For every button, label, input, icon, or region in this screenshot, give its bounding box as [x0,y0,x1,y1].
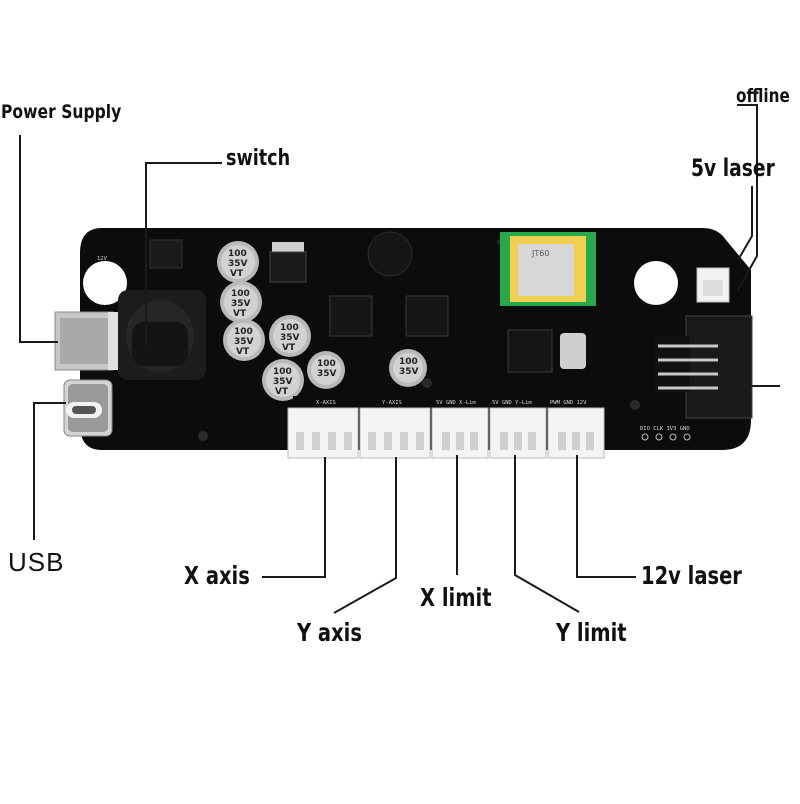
x-axis-label: X axis [184,561,250,590]
y-axis-connector [359,407,431,459]
svg-text:VT: VT [233,309,247,319]
y-axis-label: Y axis [297,618,362,647]
stepper-driver-chips [329,295,449,337]
svg-text:DIO CLK 3V3 GND: DIO CLK 3V3 GND [640,426,690,432]
svg-text:5V GND Y-Lim: 5V GND Y-Lim [492,400,532,406]
bottom-connectors: X-AXIS Y-AXIS 5V GND X-Lim 5V GND Y-Lim … [287,396,605,459]
laser-12v-connector [547,407,605,459]
svg-text:VT: VT [236,347,250,357]
svg-text:100: 100 [234,327,253,337]
usb-c-port [63,379,113,437]
right-pin-header [654,315,753,419]
svg-text:X-AXIS: X-AXIS [316,400,336,406]
svg-text:100: 100 [231,289,250,299]
mounting-hole-left [83,261,127,305]
mounting-hole-right [634,261,678,305]
svg-text:35V: 35V [273,377,293,387]
laser-5v-label: 5v laser [691,154,775,182]
svg-text:35V: 35V [231,299,251,309]
y-limit-connector [489,407,547,459]
crystal [560,333,586,369]
leader-usb [33,402,66,540]
svg-text:VT: VT [282,343,296,353]
mcu-chip [507,329,553,373]
bottom-header-pads [641,433,691,441]
power-supply-label: Power Supply [1,101,122,123]
svg-text:12V: 12V [97,256,108,262]
leader-5v [737,186,753,261]
buzzer [367,231,413,277]
svg-text:100: 100 [317,359,336,369]
svg-text:100: 100 [280,323,299,333]
svg-text:5V GND X-Lim: 5V GND X-Lim [436,400,476,406]
laser-12v-label: 12v laser [641,561,742,590]
svg-text:35V: 35V [228,259,248,269]
svg-text:100: 100 [399,357,418,367]
svg-text:VT: VT [230,269,244,279]
offline-label: offline [736,85,790,107]
svg-text:PWM GND 12V: PWM GND 12V [550,400,587,406]
leader-y-limit [514,455,580,613]
leader-switch [145,162,222,348]
callout-lines [19,104,780,614]
svg-text:VT: VT [275,387,289,397]
svg-text:100: 100 [228,249,247,259]
switch-label: switch [226,146,291,171]
svg-text:100: 100 [273,367,292,377]
x-axis-connector [287,407,359,459]
svg-text:35V: 35V [317,369,337,379]
laser-5v-connector [696,267,730,303]
x-limit-connector [431,407,489,459]
leader-y-axis [333,457,397,614]
svg-text:35V: 35V [399,367,419,377]
leader-x-axis [262,457,326,578]
leader-offline [737,104,758,291]
usb-label: USB [8,547,65,577]
svg-text:Y-AXIS: Y-AXIS [382,400,402,406]
svg-text:35V: 35V [280,333,300,343]
svg-text:35V: 35V [234,337,254,347]
wifi-module: JT60 [500,232,596,306]
regulator [269,242,307,283]
leader-power [19,135,58,343]
leader-12v [576,455,636,578]
dc-power-jack [54,311,120,371]
x-limit-label: X limit [420,583,492,612]
svg-text:JT60: JT60 [531,249,549,258]
y-limit-label: Y limit [556,618,627,647]
